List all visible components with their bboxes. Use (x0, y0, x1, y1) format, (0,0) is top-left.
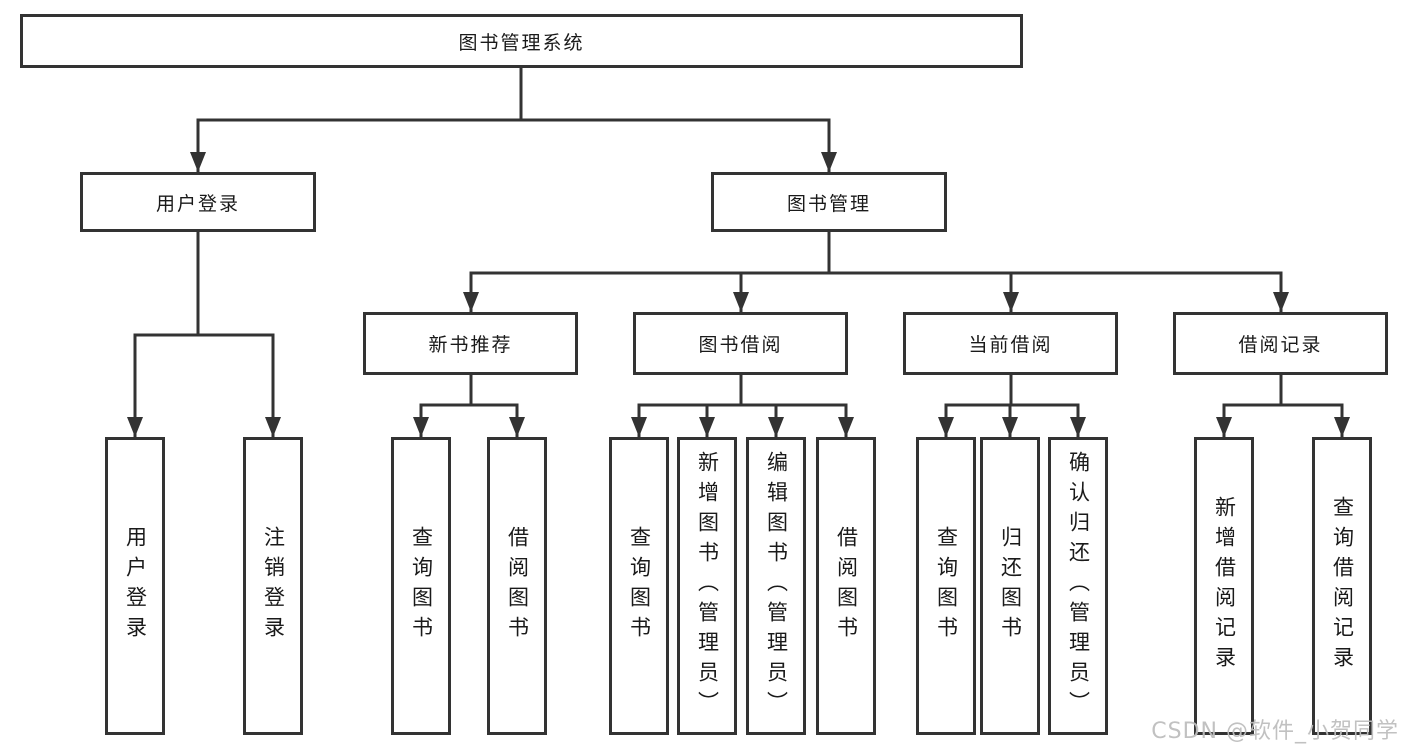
node-label: 新增借阅记录 (1212, 496, 1237, 676)
arrow-down-icon (821, 152, 837, 172)
arrow-down-icon (1003, 292, 1019, 312)
arrow-down-icon (838, 417, 854, 437)
leaf-edit-book-admin: 编辑图书（管理员） (746, 437, 806, 735)
node-label: 借阅图书 (834, 526, 859, 646)
arrow-down-icon (631, 417, 647, 437)
node-label: 注销登录 (261, 526, 286, 646)
node-borrow-records: 借阅记录 (1173, 312, 1388, 375)
arrow-down-icon (1334, 417, 1350, 437)
arrow-down-icon (509, 417, 525, 437)
arrow-down-icon (1002, 417, 1018, 437)
arrow-down-icon (413, 417, 429, 437)
leaf-user-login: 用户登录 (105, 437, 165, 735)
arrow-down-icon (1216, 417, 1232, 437)
leaf-borrow-book: 借阅图书 (816, 437, 876, 735)
arrow-down-icon (768, 417, 784, 437)
leaf-confirm-return-admin: 确认归还（管理员） (1048, 437, 1108, 735)
leaf-borrow-book-recommend: 借阅图书 (487, 437, 547, 735)
node-label: 借阅记录 (1238, 334, 1323, 356)
node-user-login: 用户登录 (80, 172, 316, 232)
node-root-system: 图书管理系统 (20, 14, 1023, 68)
arrow-down-icon (733, 292, 749, 312)
leaf-query-borrow-record: 查询借阅记录 (1312, 437, 1372, 735)
watermark: CSDN @软件_小贺同学 (1151, 719, 1399, 744)
node-label: 查询图书 (627, 526, 652, 646)
node-label: 归还图书 (998, 526, 1023, 646)
leaf-query-book-borrow: 查询图书 (609, 437, 669, 735)
node-label: 新增图书（管理员） (695, 451, 720, 721)
node-new-book-recommend: 新书推荐 (363, 312, 578, 375)
leaf-logout: 注销登录 (243, 437, 303, 735)
arrow-down-icon (127, 417, 143, 437)
node-label: 图书借阅 (698, 334, 783, 356)
arrow-down-icon (699, 417, 715, 437)
arrowheads (127, 152, 1350, 437)
node-label: 查询图书 (409, 526, 434, 646)
node-label: 当前借阅 (968, 334, 1053, 356)
node-label: 查询借阅记录 (1330, 496, 1355, 676)
leaf-add-book-admin: 新增图书（管理员） (677, 437, 737, 735)
leaf-return-book: 归还图书 (980, 437, 1040, 735)
arrow-down-icon (265, 417, 281, 437)
leaf-query-book-recommend: 查询图书 (391, 437, 451, 735)
leaf-query-book-current: 查询图书 (916, 437, 976, 735)
node-label: 用户登录 (123, 526, 148, 646)
connector-path (133, 66, 1344, 439)
node-label: 借阅图书 (505, 526, 530, 646)
node-label: 新书推荐 (428, 334, 513, 356)
node-label: 确认归还（管理员） (1066, 451, 1091, 721)
node-label: 图书管理系统 (458, 31, 585, 54)
node-book-management: 图书管理 (711, 172, 947, 232)
arrow-down-icon (190, 152, 206, 172)
node-label: 查询图书 (934, 526, 959, 646)
node-label: 编辑图书（管理员） (764, 451, 789, 721)
node-current-borrow: 当前借阅 (903, 312, 1118, 375)
arrow-down-icon (1273, 292, 1289, 312)
arrow-down-icon (938, 417, 954, 437)
node-book-borrow: 图书借阅 (633, 312, 848, 375)
node-label: 图书管理 (786, 192, 871, 215)
arrow-down-icon (463, 292, 479, 312)
arrow-down-icon (1070, 417, 1086, 437)
node-label: 用户登录 (155, 192, 240, 215)
leaf-add-borrow-record: 新增借阅记录 (1194, 437, 1254, 735)
